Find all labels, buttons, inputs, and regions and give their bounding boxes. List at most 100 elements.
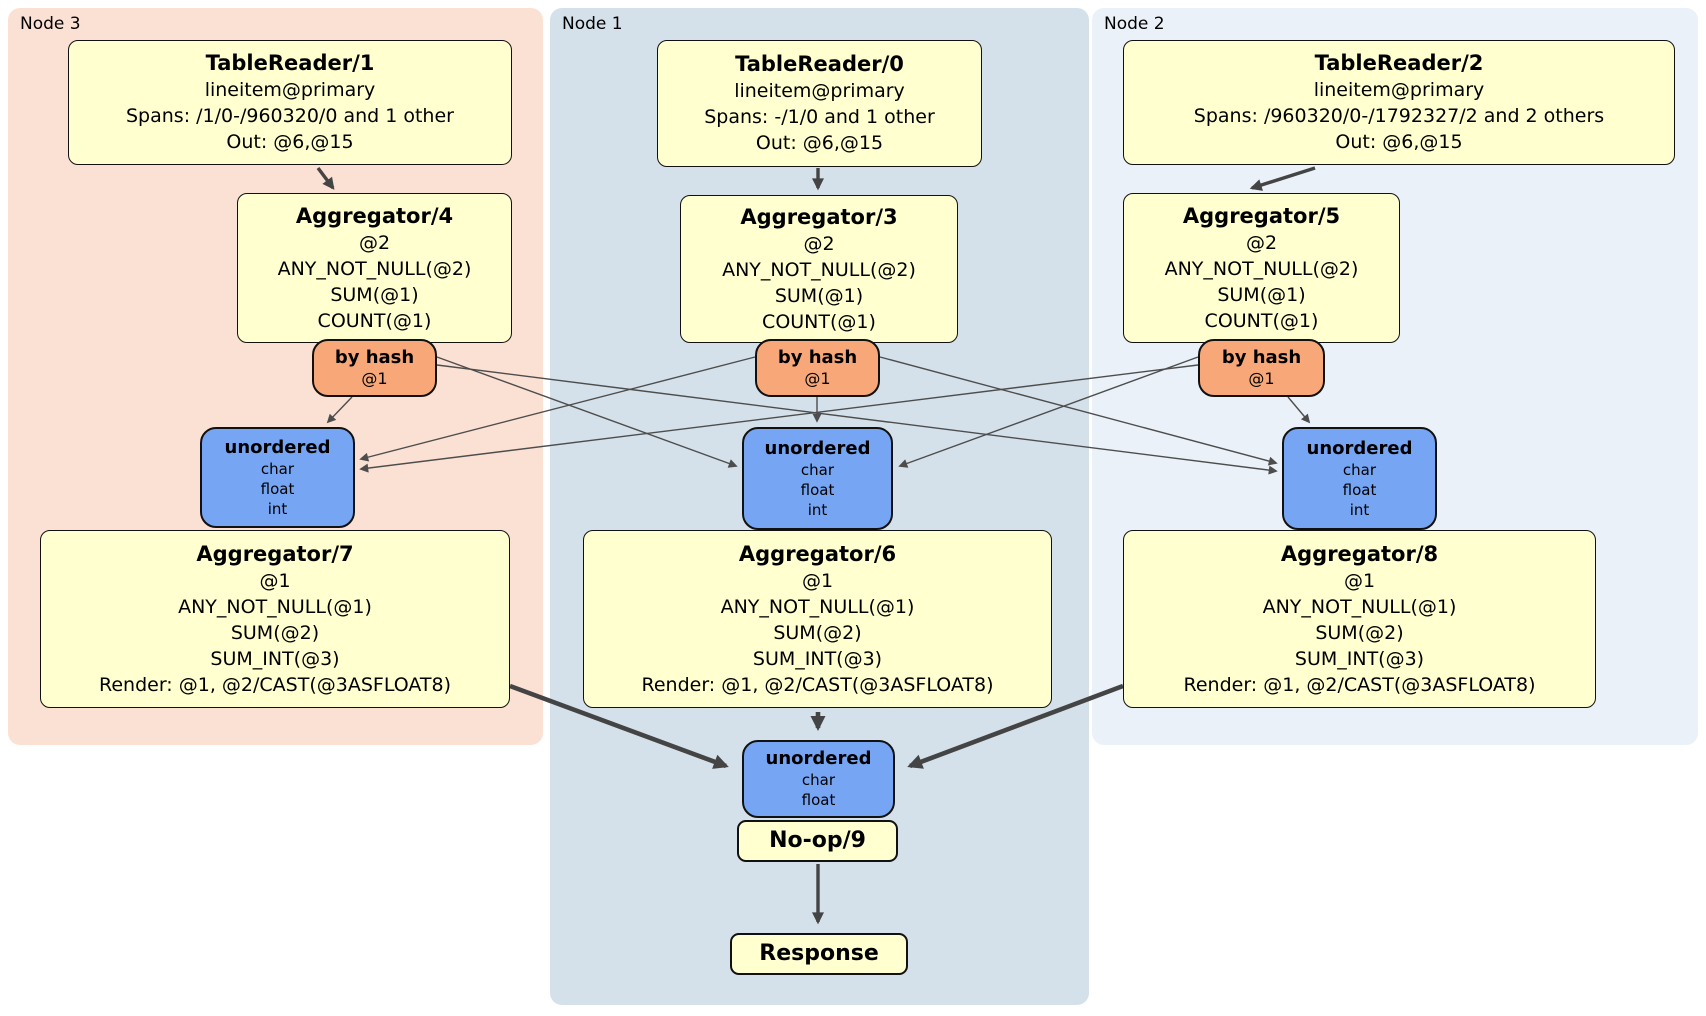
- box-title: by hash: [1221, 347, 1302, 368]
- box-line: Spans: /1/0-/960320/0 and 1 other: [126, 105, 454, 127]
- by-hash-router-node2: by hash @1: [1198, 339, 1325, 397]
- box-line: char: [800, 460, 835, 479]
- box-lines: @1: [1248, 369, 1274, 389]
- box-line: @1: [259, 569, 291, 592]
- box-line: SUM_INT(@3): [752, 647, 883, 670]
- box-line: lineitem@primary: [1313, 79, 1485, 101]
- box-line: float: [1342, 480, 1377, 499]
- box-line: char: [1342, 460, 1377, 479]
- box-line: SUM(@1): [330, 283, 419, 306]
- box-line: Out: @6,@15: [1335, 131, 1463, 153]
- box-line: int: [267, 499, 288, 518]
- box-line: ANY_NOT_NULL(@2): [722, 258, 916, 281]
- box-line: SUM_INT(@3): [210, 647, 340, 670]
- box-line: lineitem@primary: [204, 79, 376, 101]
- box-line: float: [800, 480, 835, 499]
- box-title: by hash: [334, 347, 415, 368]
- box-line: int: [807, 500, 828, 519]
- box-line: SUM(@1): [1217, 283, 1306, 306]
- box-lines: @1: [804, 369, 830, 389]
- box-line: @1: [801, 569, 834, 592]
- box-line: ANY_NOT_NULL(@1): [178, 595, 372, 618]
- box-line: @2: [358, 231, 391, 254]
- box-title: TableReader/2: [1314, 51, 1484, 75]
- box-line: char: [801, 771, 836, 789]
- box-line: Out: @6,@15: [226, 131, 354, 153]
- box-line: ANY_NOT_NULL(@2): [277, 257, 472, 280]
- box-line: @1: [361, 369, 388, 388]
- box-line: Spans: -/1/0 and 1 other: [704, 106, 935, 128]
- box-title: Aggregator/7: [196, 541, 354, 566]
- region-label-node3: Node 3: [20, 14, 81, 34]
- box-line: Spans: /960320/0-/1792327/2 and 2 others: [1193, 105, 1605, 127]
- box-line: Render: @1, @2/CAST(@3ASFLOAT8): [99, 673, 451, 696]
- box-title: Aggregator/6: [738, 541, 897, 566]
- box-line: COUNT(@1): [762, 310, 876, 333]
- box-title: Aggregator/3: [740, 204, 898, 229]
- box-line: @2: [803, 232, 835, 255]
- box-line: SUM(@2): [1315, 621, 1404, 644]
- box-line: Render: @1, @2/CAST(@3ASFLOAT8): [1183, 673, 1536, 696]
- box-line: @1: [804, 369, 831, 388]
- box-line: @1: [1248, 369, 1275, 388]
- unordered-sync-final: unordered char float: [742, 740, 895, 818]
- response-box: Response: [730, 933, 908, 975]
- box-line: Render: @1, @2/CAST(@3ASFLOAT8): [641, 673, 994, 696]
- noop-box: No-op/9: [737, 820, 898, 862]
- box-title: Aggregator/5: [1182, 203, 1341, 228]
- box-line: SUM(@2): [773, 621, 862, 644]
- box-line: SUM(@2): [230, 621, 320, 644]
- box-title: by hash: [777, 347, 858, 368]
- box-title: TableReader/1: [205, 51, 375, 75]
- box-title: Response: [759, 941, 879, 966]
- box-title: unordered: [764, 437, 871, 459]
- box-line: char: [260, 459, 295, 478]
- box-line: @1: [1343, 569, 1376, 592]
- box-lines: char float: [802, 770, 836, 810]
- box-line: SUM_INT(@3): [1294, 647, 1425, 670]
- box-lines: @1: [361, 369, 387, 389]
- box-line: Out: @6,@15: [755, 132, 884, 154]
- box-line: lineitem@primary: [734, 80, 905, 102]
- by-hash-router-node3: by hash @1: [312, 339, 437, 397]
- by-hash-router-node1: by hash @1: [755, 339, 880, 397]
- box-title: unordered: [224, 436, 331, 458]
- box-line: SUM(@1): [774, 284, 864, 307]
- box-title: unordered: [765, 748, 872, 769]
- box-title: No-op/9: [769, 828, 866, 853]
- box-line: float: [801, 791, 836, 809]
- box-line: @2: [1245, 231, 1278, 254]
- box-title: Aggregator/4: [295, 203, 454, 228]
- box-line: ANY_NOT_NULL(@1): [720, 595, 915, 618]
- box-title: TableReader/0: [735, 52, 904, 76]
- box-line: COUNT(@1): [317, 309, 432, 332]
- box-title: unordered: [1306, 437, 1413, 459]
- box-line: float: [260, 479, 295, 498]
- region-label-node1: Node 1: [562, 14, 623, 34]
- box-line: int: [1349, 500, 1370, 519]
